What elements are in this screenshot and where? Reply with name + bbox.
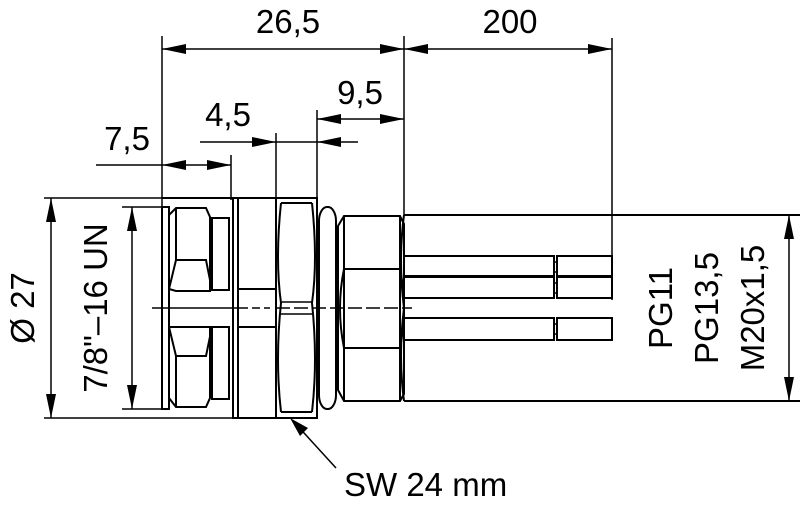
rear-length-label: 9,5 [337,74,383,111]
dimension-diameter: Ø 27 [4,197,268,419]
flange-length-label: 7,5 [104,120,150,157]
thread-option-m20: M20x1,5 [734,245,771,372]
thread-label: 7/8"–16 UN [77,223,114,392]
thread-option-pg11: PG11 [642,267,679,349]
thread-option-pg13-5: PG13,5 [688,252,725,364]
dimension-rear-length: 9,5 [316,74,404,210]
wrench-size-label: SW 24 mm [344,466,507,503]
overall-length-label: 26,5 [256,3,320,40]
dimension-overall-length: 26,5 [161,3,405,215]
nut-width-label: 4,5 [205,96,251,133]
wires [403,255,613,341]
dimension-flange-length: 7,5 [96,120,232,200]
dimension-nut-width: 4,5 [200,96,358,200]
diameter-label: Ø 27 [4,272,41,344]
wrench-size-callout: SW 24 mm [290,418,507,503]
cable-length-label: 200 [482,3,537,40]
dimension-cable-length: 200 [404,3,613,300]
dimension-cable-gland: PG11 PG13,5 M20x1,5 [642,215,794,401]
dimension-thread: 7/8"–16 UN [77,206,168,410]
